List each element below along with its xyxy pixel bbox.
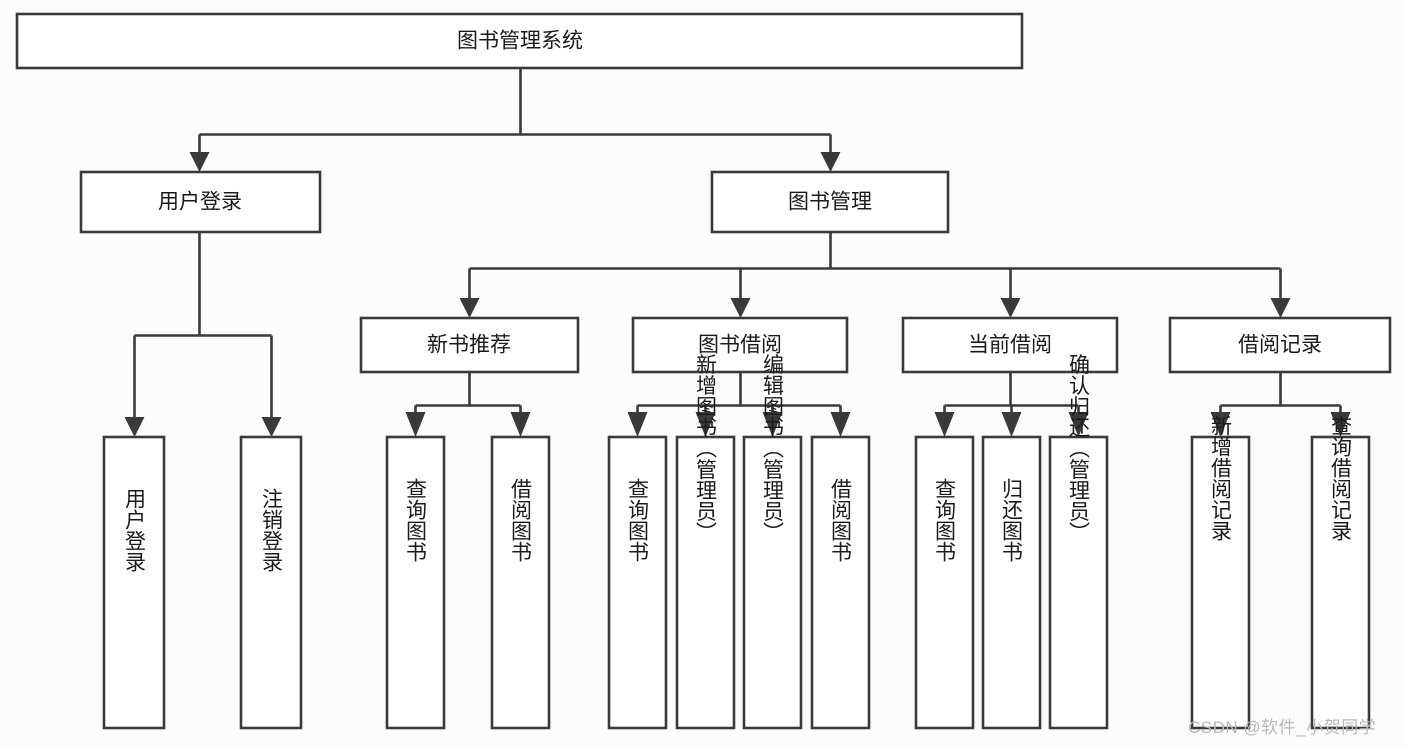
node-leaf-add-borrow-record-box[interactable] (1190, 435, 1251, 730)
node-leaf-confirm-return-admin-label: 确认归还（管理员） (1067, 354, 1091, 543)
node-leaf-user-login-box[interactable] (102, 435, 166, 730)
node-new-book-recommend-label: 新书推荐 (427, 334, 511, 357)
arrow-user-login-to-leaf-1 (124, 417, 145, 437)
node-current-borrow-label: 当前借阅 (968, 334, 1052, 357)
arrow-user-login-to-leaf-2 (261, 417, 282, 437)
csdn-watermark: CSDN @软件_小贺同学 (1188, 718, 1377, 737)
node-leaf-add-book-admin[interactable]: 新增图书（管理员） (675, 354, 736, 730)
node-new-book-recommend-box[interactable] (359, 316, 580, 374)
node-leaf-query-book-1-label: 查询图书 (404, 478, 428, 562)
node-leaf-query-book-1-box[interactable] (385, 435, 446, 730)
node-leaf-return-book-label: 归还图书 (1000, 478, 1024, 562)
node-leaf-query-book-3-box[interactable] (914, 435, 975, 730)
node-leaf-add-borrow-record[interactable]: 新增借阅记录 (1190, 415, 1251, 730)
arrow-br-to-leaf-1 (1210, 412, 1231, 437)
node-leaf-add-borrow-record-label: 新增借阅记录 (1209, 415, 1233, 541)
node-leaf-query-borrow-record[interactable]: 查询借阅记录 (1310, 415, 1371, 730)
node-leaf-add-book-admin-box[interactable] (675, 435, 736, 730)
arrow-bm-to-new-book (459, 298, 480, 318)
arrow-br-to-leaf-2 (1330, 412, 1351, 437)
node-leaf-borrow-book-2-label: 借阅图书 (829, 478, 853, 562)
node-leaf-logout-login[interactable]: 注销登录 (239, 435, 303, 730)
node-user-login-label: 用户登录 (158, 191, 242, 214)
node-leaf-query-book-1[interactable]: 查询图书 (385, 435, 446, 730)
arrow-bb-to-leaf-4 (830, 412, 851, 437)
node-leaf-logout-login-box[interactable] (239, 435, 303, 730)
node-book-management-label: 图书管理 (788, 191, 872, 214)
arrow-bb-to-leaf-1 (627, 412, 648, 437)
node-leaf-borrow-book-2[interactable]: 借阅图书 (810, 435, 871, 730)
arrow-root-to-user-login (189, 152, 210, 172)
node-user-login-box[interactable] (79, 170, 322, 234)
arrow-bm-to-book-borrow (730, 298, 751, 318)
node-book-borrow-box[interactable] (631, 316, 849, 374)
node-user-login[interactable]: 用户登录 (79, 170, 322, 234)
connector-layer (124, 68, 1351, 437)
node-leaf-edit-book-admin[interactable]: 编辑图书（管理员） (742, 354, 803, 730)
node-leaf-borrow-book-1-label: 借阅图书 (509, 478, 533, 562)
node-current-borrow[interactable]: 当前借阅 (901, 316, 1119, 374)
arrow-new-book-to-leaf-1 (405, 412, 426, 437)
arrow-cb-to-leaf-1 (934, 412, 955, 437)
node-leaf-query-borrow-record-label: 查询借阅记录 (1329, 415, 1353, 541)
node-leaf-user-login-label: 用户登录 (123, 488, 147, 572)
arrow-cb-to-leaf-2 (1001, 412, 1022, 437)
node-leaf-logout-login-label: 注销登录 (260, 488, 284, 572)
arrow-new-book-to-leaf-2 (510, 412, 531, 437)
node-leaf-query-book-2-label: 查询图书 (626, 478, 650, 562)
node-leaf-user-login[interactable]: 用户登录 (102, 435, 166, 730)
node-leaf-edit-book-admin-label: 编辑图书（管理员） (761, 354, 785, 543)
node-layer: 图书管理系统 用户登录 图书管理 新书推荐 图书借阅 (15, 12, 1392, 730)
node-leaf-return-book[interactable]: 归还图书 (981, 435, 1042, 730)
node-borrow-record-label: 借阅记录 (1238, 334, 1322, 357)
arrow-cb-to-leaf-3 (1068, 412, 1089, 437)
node-leaf-borrow-book-1[interactable]: 借阅图书 (490, 435, 551, 730)
arrow-bm-to-current-borrow (1000, 298, 1021, 318)
node-root-label: 图书管理系统 (457, 30, 583, 53)
arrow-bm-to-borrow-record (1270, 298, 1291, 318)
node-root-box[interactable] (15, 12, 1024, 70)
node-leaf-query-borrow-record-box[interactable] (1310, 435, 1371, 730)
node-book-management-box[interactable] (710, 170, 950, 234)
node-borrow-record-box[interactable] (1168, 316, 1392, 374)
node-leaf-add-book-admin-label: 新增图书（管理员） (694, 354, 718, 543)
node-leaf-borrow-book-2-box[interactable] (810, 435, 871, 730)
node-leaf-confirm-return-admin[interactable]: 确认归还（管理员） (1048, 354, 1109, 730)
node-leaf-borrow-book-1-box[interactable] (490, 435, 551, 730)
node-book-management[interactable]: 图书管理 (710, 170, 950, 234)
arrow-bb-to-leaf-2 (695, 412, 716, 437)
node-borrow-record[interactable]: 借阅记录 (1168, 316, 1392, 374)
node-book-borrow-label: 图书借阅 (698, 334, 782, 357)
arrow-bb-to-leaf-3 (762, 412, 783, 437)
node-leaf-confirm-return-admin-box[interactable] (1048, 435, 1109, 730)
node-new-book-recommend[interactable]: 新书推荐 (359, 316, 580, 374)
node-leaf-query-book-3[interactable]: 查询图书 (914, 435, 975, 730)
node-leaf-return-book-box[interactable] (981, 435, 1042, 730)
node-leaf-query-book-2-box[interactable] (607, 435, 668, 730)
node-leaf-edit-book-admin-box[interactable] (742, 435, 803, 730)
node-leaf-query-book-3-label: 查询图书 (933, 478, 957, 562)
node-root[interactable]: 图书管理系统 (15, 12, 1024, 70)
node-book-borrow[interactable]: 图书借阅 (631, 316, 849, 374)
node-current-borrow-box[interactable] (901, 316, 1119, 374)
arrow-root-to-book-management (820, 152, 841, 172)
node-leaf-query-book-2[interactable]: 查询图书 (607, 435, 668, 730)
